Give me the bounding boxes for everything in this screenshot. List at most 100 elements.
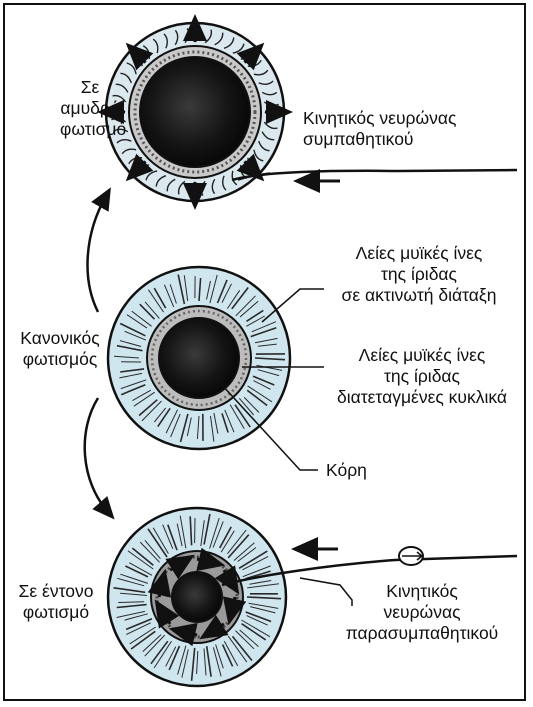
iris-fiber	[227, 534, 250, 559]
iris-fiber	[257, 343, 277, 347]
iris-fiber	[212, 521, 224, 548]
iris-fiber	[237, 547, 257, 562]
leader-radial-muscle	[261, 288, 324, 323]
iris-fiber	[222, 175, 227, 191]
iris-fiber	[124, 613, 148, 621]
iris-fiber	[139, 303, 156, 320]
label-radial-muscle: Λείες μυϊκές ίνες της ίριδας σε ακτινωτή…	[326, 243, 512, 306]
iris-fiber	[147, 528, 168, 558]
iris-fiber	[212, 647, 222, 677]
iris-fiber	[246, 596, 282, 600]
iris-fiber	[247, 583, 279, 589]
label-normal-light: Κανονικός φωτισμός	[8, 328, 112, 370]
label-sympathetic-neuron: Κινητικός νευρώνας συμπαθητικού	[303, 108, 456, 150]
iris-fiber	[162, 524, 174, 549]
label-line: Κόρη	[326, 460, 367, 480]
iris-fiber	[227, 635, 248, 663]
label-line: της ίριδας	[381, 264, 457, 284]
muscle-arrow	[236, 42, 265, 71]
label-line: Λείες μυϊκές ίνες	[358, 345, 486, 365]
label-bright-light: Σε έντονο φωτισμό	[10, 581, 102, 623]
iris-fiber	[115, 83, 129, 93]
muscle-arrow	[125, 153, 154, 182]
iris-fiber	[177, 180, 186, 195]
iris-fiber	[239, 629, 259, 647]
label-line: φωτισμό	[22, 602, 90, 622]
iris-fiber	[233, 542, 255, 561]
circular-band-texture	[150, 309, 248, 407]
iris-fiber	[263, 121, 278, 130]
parasympathetic-nerve-fiber	[221, 554, 518, 587]
iris-fiber	[209, 517, 220, 549]
radial-fibers-relaxed	[113, 513, 282, 681]
iris-fiber	[153, 640, 172, 669]
iris-fiber	[246, 615, 268, 626]
iris-fiber	[183, 275, 189, 302]
iris-fiber	[119, 340, 142, 347]
iris-fiber	[147, 289, 165, 313]
iris-fiber	[234, 404, 251, 428]
iris-fiber	[124, 330, 147, 341]
iris-fiber	[243, 397, 260, 413]
iris-fiber	[239, 300, 259, 318]
iris-fiber	[120, 368, 145, 373]
label-dim-light: Σε αμυδρό φωτισμό	[60, 77, 127, 140]
iris-fiber	[116, 139, 132, 144]
iris-fiber	[153, 287, 167, 309]
muscle-arrow	[154, 599, 180, 629]
iris-fiber	[142, 634, 162, 652]
label-line: αμυδρό	[60, 98, 120, 118]
iris-fiber	[126, 314, 148, 329]
iris-fiber	[165, 646, 177, 667]
label-line: διατεταγμένες κυκλικά	[336, 387, 508, 407]
iris-fiber	[252, 375, 275, 386]
iris-fiber	[210, 415, 215, 442]
label-line: της ίριδας	[384, 366, 460, 386]
label-line: Λείες μυϊκές ίνες	[355, 243, 483, 263]
label-line: φωτισμό	[60, 119, 127, 139]
iris-fiber	[198, 277, 202, 302]
label-line: Κινητικός	[386, 581, 458, 601]
iris-fiber	[203, 648, 207, 676]
iris-fiber	[246, 315, 265, 327]
label-line: συμπαθητικού	[303, 129, 414, 149]
iris-fiber	[248, 602, 279, 609]
iris-fiber	[120, 592, 148, 596]
iris-fiber	[144, 301, 160, 319]
iris-fiber	[126, 622, 151, 635]
muscle-arrow	[165, 554, 195, 580]
sympathetic-nerve-fiber	[231, 168, 518, 182]
radial-fibers	[113, 274, 286, 443]
iris-fiber	[218, 526, 232, 549]
iris-fiber	[130, 630, 156, 650]
iris-fiber	[139, 541, 160, 563]
pupil-constricted	[171, 571, 223, 623]
circular-band-texture	[133, 50, 257, 174]
iris-fiber	[132, 389, 152, 402]
iris-fiber	[245, 570, 271, 580]
iris-fiber	[129, 626, 156, 645]
iris-fiber	[120, 72, 132, 84]
iris-fiber	[179, 515, 187, 549]
iris-fiber	[221, 283, 232, 303]
iris-fiber	[116, 610, 146, 618]
iris-fiber	[224, 409, 235, 433]
iris-fiber	[196, 415, 200, 440]
iris-fiber	[144, 634, 166, 657]
iris-fiber	[261, 131, 275, 141]
iris-fiber	[181, 649, 189, 678]
iris-fiber	[214, 32, 224, 46]
iris-fiber	[196, 650, 199, 675]
iris-fiber	[120, 379, 147, 390]
iris-fiber	[235, 630, 255, 650]
eye-dim-light	[97, 14, 293, 210]
iris-fiber	[253, 380, 271, 390]
iris-fiber	[231, 287, 249, 310]
iris-fiber	[125, 617, 153, 631]
iris-fiber	[229, 404, 245, 430]
eye-normal-light	[106, 265, 292, 451]
muscle-arrow	[222, 596, 247, 626]
label-circular-muscle: Λείες μυϊκές ίνες της ίριδας διατεταγμέν…	[322, 345, 522, 408]
label-line: Σε	[80, 77, 100, 97]
iris-fiber	[245, 611, 272, 623]
